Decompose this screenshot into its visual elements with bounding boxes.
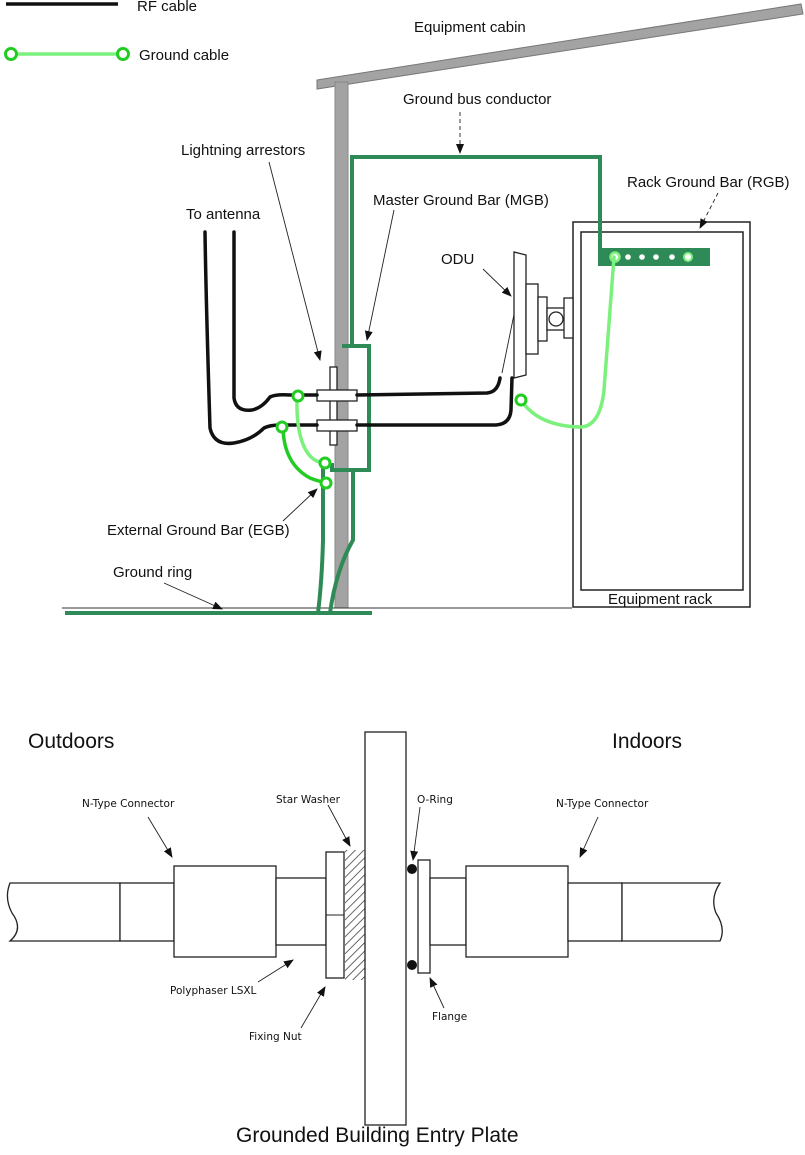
label-indoors: Indoors (612, 730, 682, 753)
rgb-hole-4 (669, 254, 675, 260)
star-washer (345, 850, 365, 980)
o-ring-lower (407, 960, 417, 970)
odu-ground-node (514, 393, 528, 407)
ground-cable-legend-node-right (116, 47, 130, 61)
label-equipment-cabin: Equipment cabin (414, 19, 526, 36)
equipment-rack-inner (580, 231, 744, 591)
leader-fixing-nut (300, 986, 326, 1029)
egb-ground-conductor-2 (328, 470, 355, 614)
ground-cable-arrestor-lower (281, 426, 327, 484)
rgb-hole-3 (653, 254, 659, 260)
n-type-connector-left-body (173, 865, 277, 958)
cabin-grounding-diagram: Equipment cabin Ground bus conductor Lig… (62, 3, 804, 615)
label-n-type-connector-left: N-Type Connector (82, 798, 175, 810)
egb-ground-node-upper (318, 456, 332, 470)
ground-cable-odu-rgb (519, 255, 616, 429)
egb-ground-node-lower (319, 476, 333, 490)
leader-polyphaser (257, 959, 294, 983)
leader-egb (282, 488, 318, 522)
leader-star-washer (327, 804, 351, 847)
cable-right (621, 882, 723, 942)
leader-flange (429, 977, 445, 1009)
rf-cable-upper-odu (355, 376, 502, 397)
label-star-washer: Star Washer (276, 794, 341, 806)
leader-n-type-left (147, 816, 173, 858)
entry-plate (364, 731, 407, 1126)
ground-cable-legend-node-left (4, 47, 18, 61)
legend: RF cable Ground cable (4, 0, 229, 64)
rf-cable-lower-odu (355, 376, 514, 427)
n-type-connector-left-boot (119, 882, 175, 942)
lightning-arrestor-post (329, 366, 338, 446)
label-odu: ODU (441, 251, 474, 268)
label-rack-ground-bar: Rack Ground Bar (RGB) (627, 174, 790, 191)
leader-ground-ring (163, 582, 223, 610)
lightning-arrestor-upper (316, 389, 358, 402)
label-external-ground-bar: External Ground Bar (EGB) (107, 522, 290, 539)
label-n-type-connector-right: N-Type Connector (556, 798, 649, 810)
equipment-rack-outer (572, 221, 751, 608)
rgb-hole-2 (639, 254, 645, 260)
label-o-ring: O-Ring (417, 794, 453, 806)
egb-ground-conductor-1 (316, 468, 325, 614)
flange (417, 859, 431, 974)
label-ground-ring: Ground ring (113, 564, 192, 581)
label-outdoors: Outdoors (28, 730, 114, 753)
label-equipment-rack: Equipment rack (608, 591, 713, 608)
odu-mount-plate (525, 283, 539, 355)
label-to-antenna: To antenna (186, 206, 261, 223)
rack-mount-plate (563, 297, 574, 339)
polyphaser-body (275, 877, 327, 946)
n-type-connector-right-body (465, 865, 569, 958)
odu-mount-bracket (537, 296, 548, 342)
polyphaser-indoor-body (429, 877, 467, 946)
master-ground-bar (330, 344, 371, 472)
rf-cable-legend-label: RF cable (137, 0, 197, 15)
o-ring-upper (407, 864, 417, 874)
rgb-ground-node-right (683, 252, 693, 262)
label-master-ground-bar: Master Ground Bar (MGB) (373, 192, 549, 209)
odu-body (513, 251, 527, 379)
label-fixing-nut: Fixing Nut (249, 1031, 302, 1043)
rf-cable-upper-antenna (232, 230, 319, 412)
leader-o-ring (410, 806, 421, 861)
label-lightning-arrestors: Lightning arrestors (181, 142, 305, 159)
entry-plate-diagram: Outdoors Indoors N-Type Connector Star W… (6, 730, 723, 1147)
ground-bus-conductor (350, 155, 602, 346)
label-polyphaser: Polyphaser LSXL (170, 985, 257, 997)
cabin-roof (316, 3, 804, 90)
lightning-arrestor-lower (316, 419, 358, 432)
arrestor-lower-ground-node (275, 420, 289, 434)
label-ground-bus-conductor: Ground bus conductor (403, 91, 551, 108)
leader-lightning-arrestors-1 (268, 161, 322, 361)
ground-cable-legend-label: Ground cable (139, 47, 229, 64)
rf-cable-lower-antenna (203, 230, 319, 446)
cable-left (6, 882, 121, 942)
rgb-hole-1 (625, 254, 631, 260)
odu-connector-ring (548, 311, 564, 327)
arrestor-upper-ground-node (291, 389, 305, 403)
leader-n-type-right (579, 816, 599, 858)
leader-master-ground-bar (364, 209, 395, 341)
diagram-title: Grounded Building Entry Plate (236, 1124, 519, 1147)
n-type-connector-right-boot (567, 882, 623, 942)
label-flange: Flange (432, 1011, 467, 1023)
leader-odu (482, 268, 512, 297)
